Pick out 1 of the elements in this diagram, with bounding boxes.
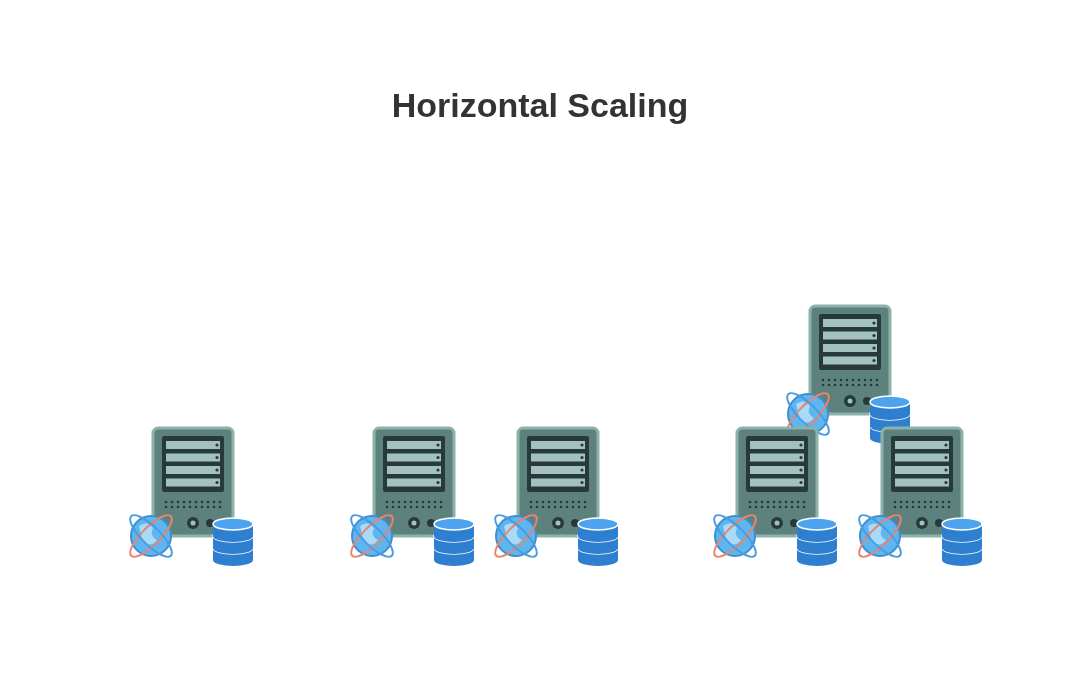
- title: Horizontal Scaling: [391, 86, 689, 125]
